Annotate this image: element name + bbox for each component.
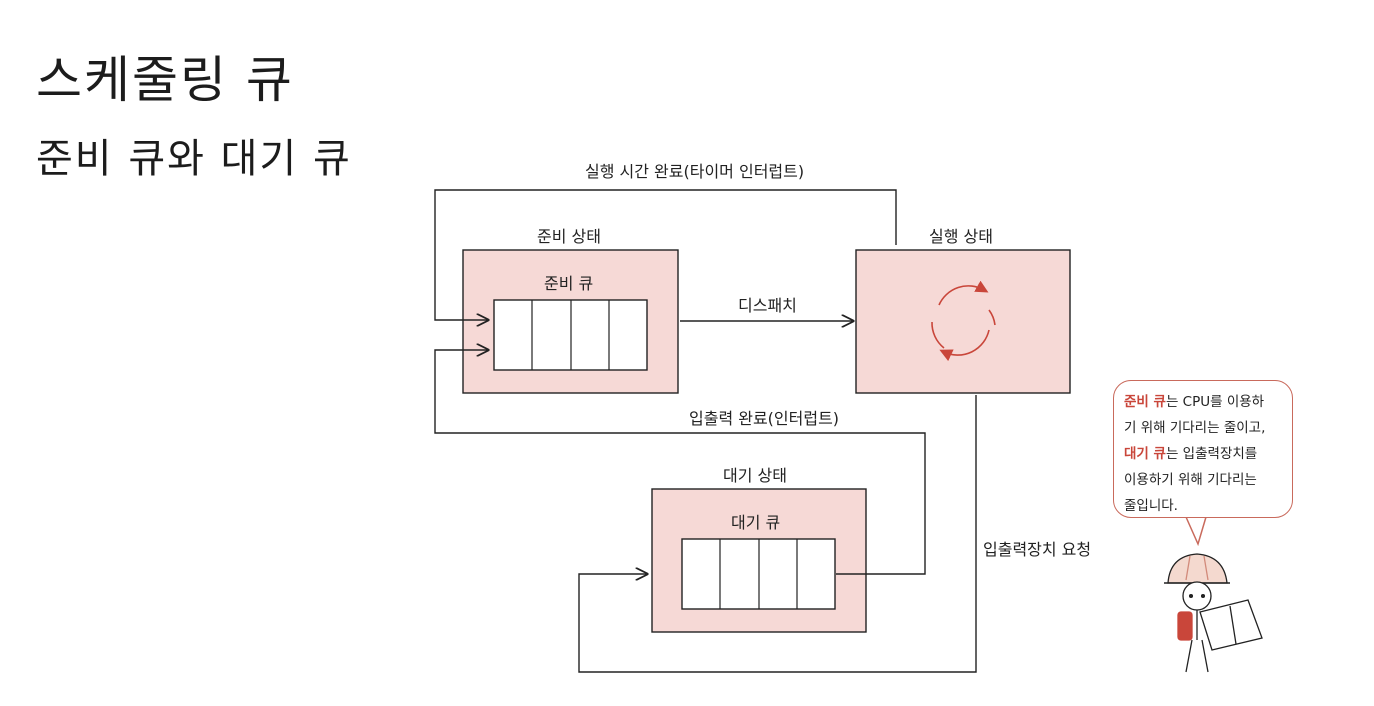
page-subtitle: 준비 큐와 대기 큐	[36, 136, 352, 182]
dispatch-label: 디스패치	[738, 296, 797, 315]
running-state-box	[855, 249, 1071, 394]
ready-queue-label: 준비 큐	[544, 274, 594, 293]
waiting-queue-label: 대기 큐	[731, 513, 781, 532]
timeout-arrow	[434, 189, 897, 320]
io-complete-arrow	[434, 350, 926, 575]
cycle-icon	[931, 280, 996, 362]
waiting-queue	[681, 538, 836, 610]
callout-line-1: 준비 큐는 CPU를 이용하	[1124, 389, 1286, 415]
callout-line-3-text: 는 입출력장치를	[1165, 446, 1258, 462]
callout-line-4: 이용하기 위해 기다리는	[1124, 472, 1257, 488]
engineer-character-icon	[1164, 553, 1263, 673]
callout-bubble: 준비 큐는 CPU를 이용하 기 위해 기다리는 줄이고, 대기 큐는 입출력장…	[1113, 380, 1293, 518]
waiting-state-label: 대기 상태	[723, 466, 787, 485]
callout-tail	[1185, 516, 1207, 547]
io-complete-label: 입출력 완료(인터럽트)	[689, 409, 840, 428]
callout-line-5: 줄입니다.	[1124, 498, 1178, 514]
io-request-label: 입출력장치 요청	[983, 540, 1092, 559]
ready-queue-term: 준비 큐	[1124, 394, 1166, 410]
running-state-label: 실행 상태	[929, 227, 993, 246]
callout-line-2: 기 위해 기다리는 줄이고,	[1124, 420, 1266, 436]
timeout-label: 실행 시간 완료(타이머 인터럽트)	[585, 162, 805, 181]
callout-line-3: 대기 큐는 입출력장치를	[1124, 441, 1286, 467]
callout-line-1-text: 는 CPU를 이용하	[1165, 394, 1265, 410]
page-title: 스케줄링 큐	[36, 51, 294, 109]
io-request-arrow	[578, 395, 977, 673]
ready-queue	[493, 299, 648, 371]
ready-state-label: 준비 상태	[537, 227, 601, 246]
waiting-queue-term: 대기 큐	[1124, 446, 1166, 462]
